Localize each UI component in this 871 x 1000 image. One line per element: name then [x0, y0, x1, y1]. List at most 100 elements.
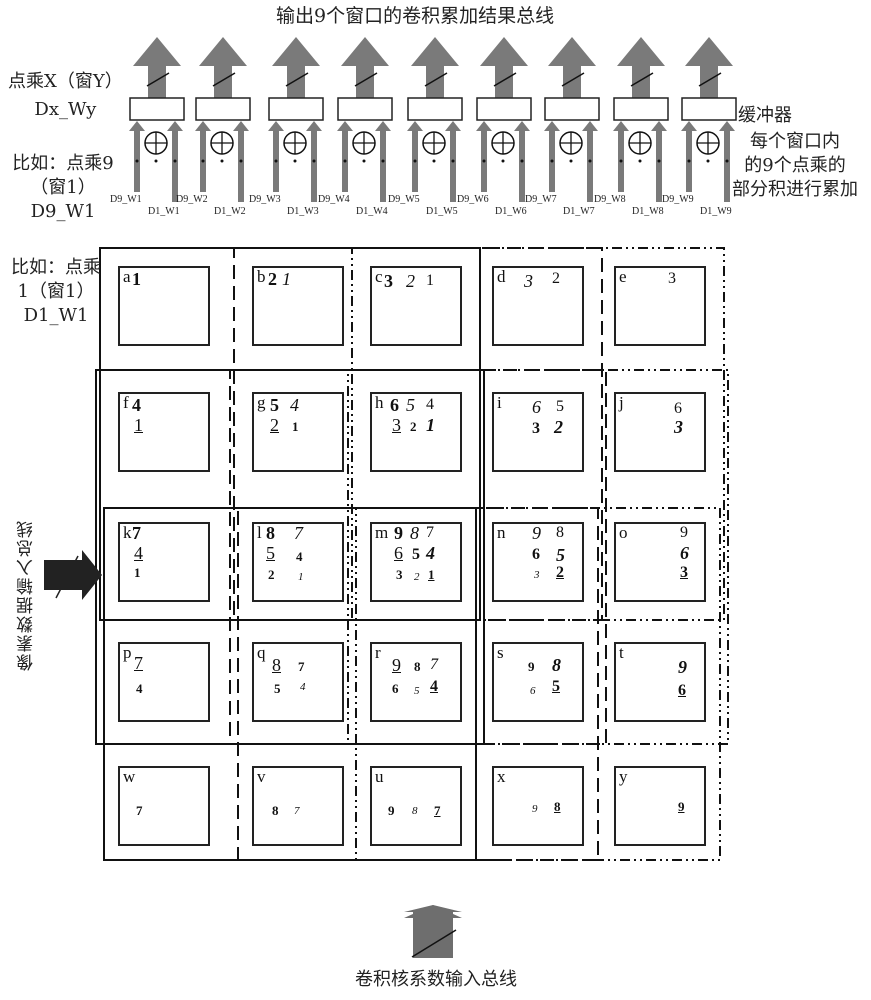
- accumulator-7: [544, 37, 600, 202]
- weight-index: 7: [434, 803, 441, 818]
- ellipsis-dot: [520, 159, 524, 163]
- cell-letter: i: [497, 393, 502, 412]
- weight-index: 1: [282, 269, 291, 289]
- cell-letter: m: [375, 523, 389, 542]
- ellipsis-dot: [725, 159, 729, 163]
- input-label-d1_w1: D1_W1: [148, 206, 180, 217]
- cell-letter: d: [497, 267, 506, 286]
- weight-index: 9: [528, 659, 535, 674]
- output-arrow-icon: [480, 37, 528, 98]
- input-arrowhead-icon: [375, 121, 391, 131]
- weight-index: 3: [680, 564, 688, 581]
- cell-letter: h: [375, 393, 384, 412]
- bus-width-slash: [146, 72, 170, 87]
- weight-index: 1: [426, 272, 434, 289]
- weight-index: 1: [134, 565, 141, 580]
- ellipsis-dot: [619, 159, 623, 163]
- example-d9-w1-line-3: D9_W1: [30, 201, 96, 222]
- input-arrowhead-icon: [613, 121, 629, 131]
- cell-letter: x: [497, 767, 506, 786]
- ellipsis-dot: [293, 159, 297, 163]
- ellipsis-dot: [588, 159, 592, 163]
- weight-index: 5: [412, 546, 420, 563]
- example-d9-w1-label: 比如：点乘9 （窗1） D9_W1: [8, 152, 118, 224]
- weight-index: 8: [414, 659, 421, 674]
- output-arrow-icon: [685, 37, 733, 98]
- weight-index: 3: [396, 567, 403, 582]
- weight-index: 4: [426, 543, 435, 563]
- bus-width-slash: [561, 72, 585, 87]
- weight-index: 2: [268, 269, 277, 289]
- ellipsis-dot: [274, 159, 278, 163]
- weight-index: 5: [556, 398, 564, 415]
- weight-index: 4: [136, 681, 143, 696]
- cell-letter: n: [497, 523, 506, 542]
- window-4-outline: [95, 369, 485, 745]
- weight-index: 3: [524, 271, 533, 291]
- ellipsis-dot: [687, 159, 691, 163]
- input-arrowhead-icon: [195, 121, 211, 131]
- weight-index: 2: [556, 564, 564, 581]
- ellipsis-dot: [482, 159, 486, 163]
- input-label-d9_w7: D9_W7: [525, 194, 557, 205]
- ellipsis-dot: [550, 159, 554, 163]
- input-arrowhead-icon: [306, 121, 322, 131]
- input-label-d9_w1: D9_W1: [110, 194, 142, 205]
- bus-width-slash: [424, 72, 448, 87]
- accumulator-3: [268, 37, 324, 202]
- buffer-box: [613, 97, 669, 121]
- weight-index: 5: [266, 543, 275, 563]
- weight-index: 5: [406, 395, 415, 415]
- weight-index: 3: [532, 420, 540, 437]
- weight-index: 1: [298, 571, 304, 583]
- weight-index: 7: [294, 805, 300, 817]
- input-arrowhead-icon: [719, 121, 735, 131]
- output-arrow-icon: [411, 37, 459, 98]
- weight-index: 6: [394, 543, 403, 563]
- buffer-box: [544, 97, 600, 121]
- cell-letter: e: [619, 267, 627, 286]
- dot-product-xy-line-1: 点乘X（窗Y）: [8, 71, 123, 92]
- ellipsis-dot: [638, 159, 642, 163]
- input-arrow-d1: [450, 130, 456, 202]
- cell-letter: t: [619, 643, 624, 662]
- weight-index: 7: [430, 656, 438, 673]
- input-label-d1_w7: D1_W7: [563, 206, 595, 217]
- output-arrow-icon: [199, 37, 247, 98]
- weight-index: 1: [426, 415, 435, 435]
- pixel-input-arrow-icon: [44, 550, 102, 600]
- example-d9-w1-line-1: 比如：点乘9: [12, 153, 114, 174]
- buffer-box: [337, 97, 393, 121]
- weight-index: 3: [384, 271, 393, 291]
- weight-index: 1: [292, 419, 299, 434]
- input-label-d9_w3: D9_W3: [249, 194, 281, 205]
- input-arrow-d1: [724, 130, 730, 202]
- input-arrow-d1: [172, 130, 178, 202]
- weight-index: 7: [426, 524, 434, 541]
- cell-letter: a: [123, 267, 131, 286]
- weight-index: 9: [680, 524, 688, 541]
- cell-letter: k: [123, 523, 132, 542]
- weight-index: 7: [132, 523, 141, 543]
- cell-letter: u: [375, 767, 384, 786]
- input-arrowhead-icon: [544, 121, 560, 131]
- weight-index: 9: [678, 799, 685, 814]
- weight-index: 4: [426, 396, 434, 413]
- input-arrowhead-icon: [268, 121, 284, 131]
- weight-index: 6: [392, 681, 399, 696]
- weight-index: 7: [294, 523, 303, 543]
- bus-width-slash: [212, 72, 236, 87]
- cell-letter: r: [375, 643, 381, 662]
- weight-index: 5: [414, 685, 420, 697]
